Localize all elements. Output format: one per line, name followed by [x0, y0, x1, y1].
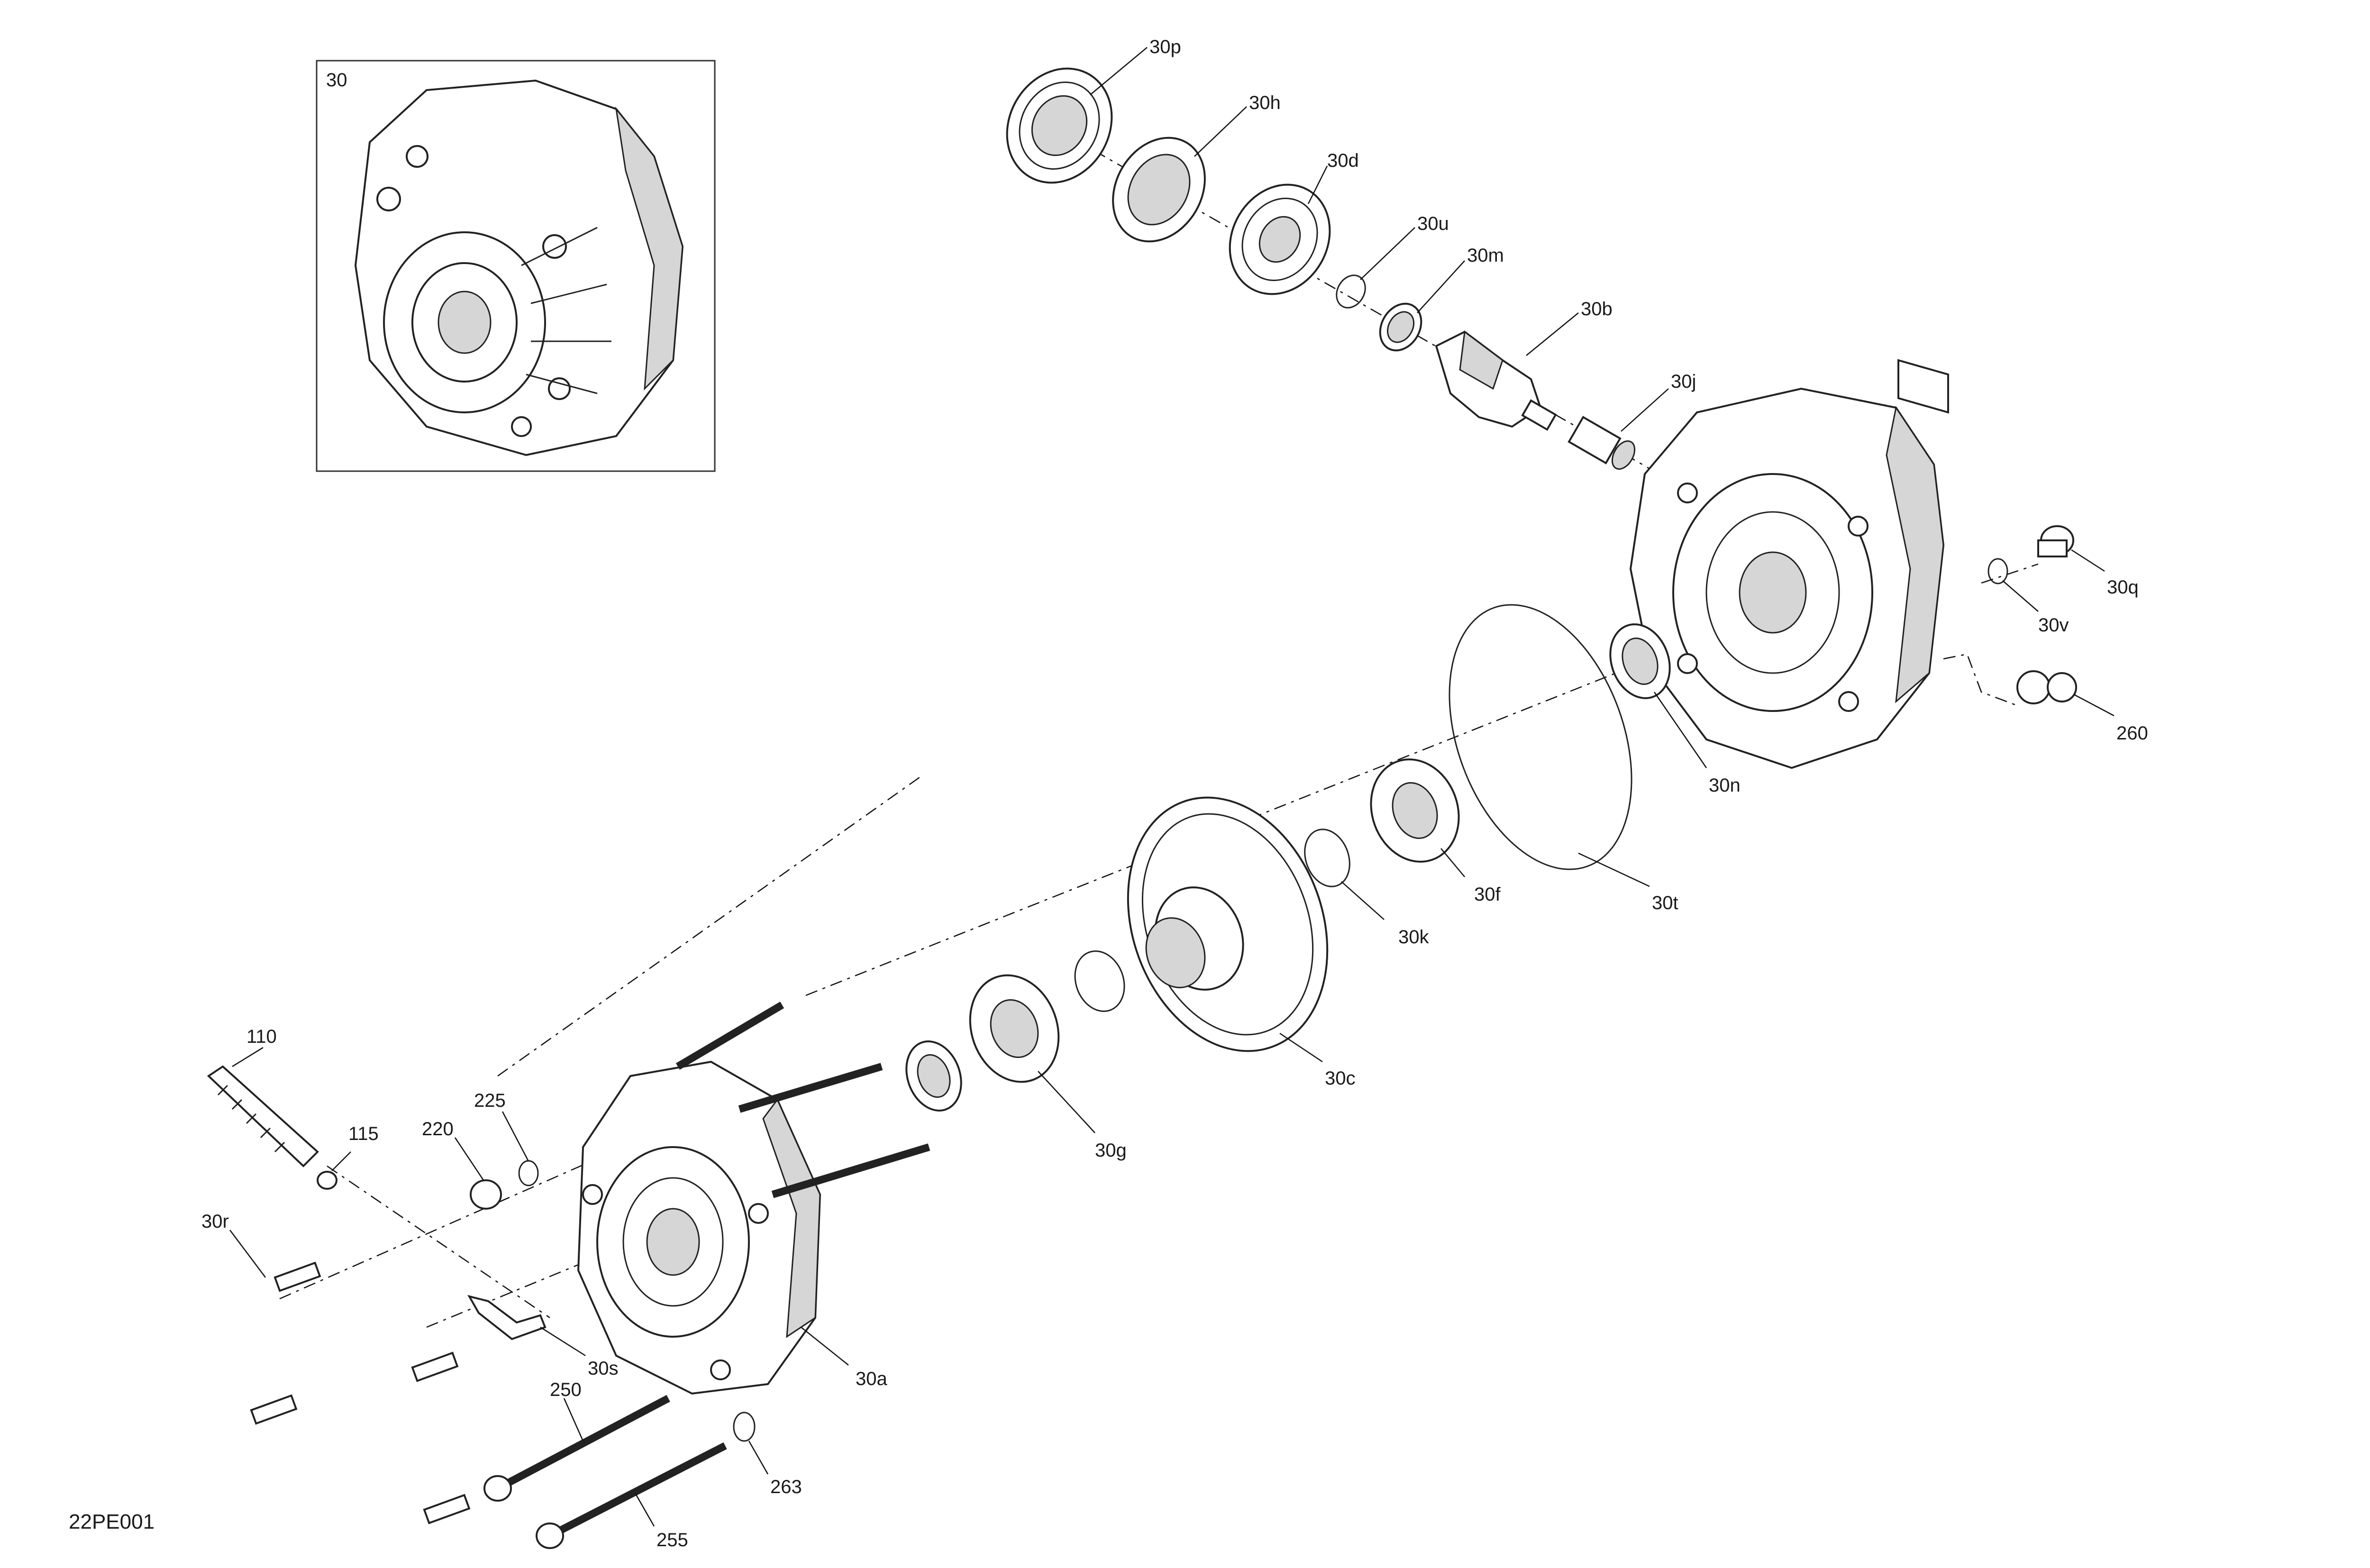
callout-30a: 30a: [856, 1368, 887, 1389]
callout-115: 115: [348, 1123, 379, 1144]
part-260-bolt: [2016, 670, 2077, 704]
inset-assembly-view: 30: [316, 60, 716, 472]
part-30g-bearing: [969, 974, 1060, 1083]
callout-110: 110: [246, 1026, 277, 1047]
part-30a-left-housing: [577, 1060, 821, 1395]
callout-30q: 30q: [2107, 577, 2139, 598]
callout-30h: 30h: [1249, 92, 1281, 113]
part-30k-shim: [1304, 829, 1350, 887]
part-255-long-bolt: [536, 1442, 727, 1549]
part-30n-seal: [1609, 623, 1671, 699]
inset-label: 30: [326, 70, 347, 91]
callout-255: 255: [656, 1530, 688, 1550]
callout-30d: 30d: [1327, 150, 1359, 171]
leader-lines: [229, 47, 2115, 1527]
callout-30g: 30g: [1095, 1140, 1127, 1161]
part-220-bushing: [470, 1179, 502, 1210]
part-30j-needle-bearing: [1568, 416, 1636, 470]
part-30v-washer: [1987, 558, 2008, 584]
part-30t-o-ring: [1449, 604, 1632, 870]
inset-housing-drawing: [354, 79, 684, 456]
callout-30j: 30j: [1671, 371, 1696, 392]
part-30h-spacer: [1112, 137, 1206, 243]
part-30q-plug: [2037, 525, 2074, 557]
right-housing: [1629, 387, 1945, 769]
callout-30p: 30p: [1149, 36, 1181, 57]
callout-30r: 30r: [201, 1211, 229, 1232]
part-ring-shim: [1074, 950, 1125, 1012]
part-30c-ring-gear: [1127, 796, 1329, 1052]
callout-30s: 30s: [588, 1358, 619, 1379]
part-225-washer: [518, 1160, 539, 1186]
callout-263: 263: [770, 1477, 802, 1497]
part-30b-pinion-gear: [1435, 330, 1557, 431]
callout-30v: 30v: [2038, 615, 2069, 636]
part-263-washer: [733, 1412, 756, 1442]
part-screws-lower: [250, 1351, 471, 1524]
callout-labels: 30p 30h 30d 30u 30m 30b 30j 30q 30v 260 …: [201, 36, 2148, 1550]
part-115-fitting: [317, 1171, 337, 1190]
callout-260: 260: [2116, 723, 2148, 744]
part-110-breather-hose: [207, 1065, 319, 1167]
callout-220: 220: [422, 1119, 454, 1140]
part-label-plate: [1897, 359, 1949, 414]
part-250-long-bolt: [483, 1395, 670, 1502]
callout-30b: 30b: [1581, 299, 1613, 319]
drawing-code: 22PE001: [69, 1510, 155, 1533]
part-30s-elbow-tube: [467, 1295, 547, 1340]
callout-30m: 30m: [1467, 245, 1504, 266]
part-long-bolts: [675, 1002, 930, 1198]
callout-225: 225: [474, 1090, 506, 1111]
callout-250: 250: [550, 1379, 582, 1400]
callout-30c: 30c: [1325, 1068, 1356, 1089]
callout-30n: 30n: [1709, 775, 1741, 796]
part-30r-screw: [273, 1261, 321, 1292]
callout-30f: 30f: [1474, 884, 1501, 905]
part-30p-oil-seal: [1006, 67, 1113, 184]
callout-30t: 30t: [1652, 893, 1678, 913]
callout-30u: 30u: [1417, 213, 1449, 234]
callout-30k: 30k: [1398, 927, 1429, 948]
part-left-seal: [905, 1040, 962, 1112]
part-30f-bearing: [1370, 758, 1460, 863]
part-30u-circlip: [1336, 274, 1366, 309]
part-30m-shim: [1379, 302, 1422, 352]
part-30d-bearing: [1229, 183, 1331, 295]
